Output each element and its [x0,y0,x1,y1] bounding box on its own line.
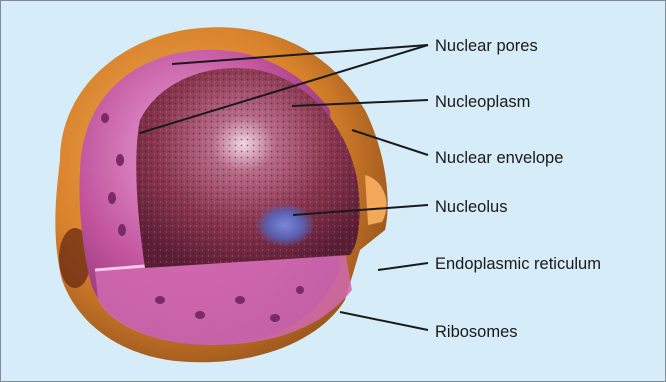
label-endoplasmic-reticulum: Endoplasmic reticulum [435,254,601,274]
label-nucleolus: Nucleolus [435,197,507,217]
pointer-ribosomes [340,312,428,330]
label-nucleoplasm: Nucleoplasm [435,92,530,112]
label-nuclear-envelope: Nuclear envelope [435,148,563,168]
label-ribosomes: Ribosomes [435,322,518,342]
nucleolus-shape [255,203,315,247]
label-nuclear-pores: Nuclear pores [435,36,538,56]
pointer-endoplasmic-reticulum [378,263,428,270]
